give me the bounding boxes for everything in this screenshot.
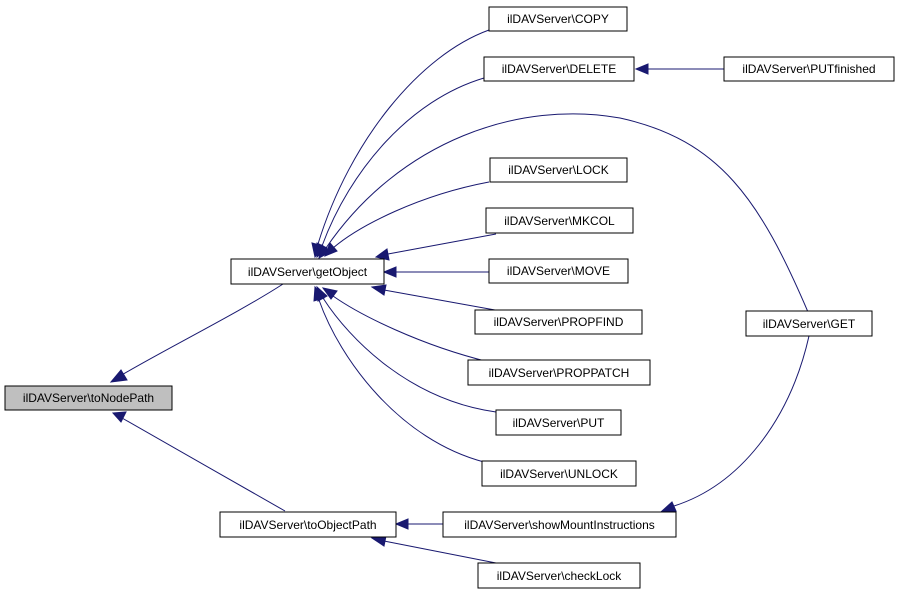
node-label: ilDAVServer\toNodePath: [23, 391, 154, 405]
edge-checkLock-to-toObjectPath: [370, 535, 497, 564]
node-label: ilDAVServer\LOCK: [508, 163, 608, 177]
node-label: ilDAVServer\GET: [763, 317, 856, 331]
node-label: ilDAVServer\PUT: [513, 416, 605, 430]
node-copy[interactable]: ilDAVServer\COPY: [488, 6, 628, 32]
edge-propfind-to-getObject: [370, 284, 496, 311]
node-delete[interactable]: ilDAVServer\DELETE: [483, 56, 635, 82]
node-label: ilDAVServer\MOVE: [507, 264, 610, 278]
edge-putfinished-to-delete: [634, 63, 724, 75]
node-lock[interactable]: ilDAVServer\LOCK: [489, 157, 628, 183]
node-getObject[interactable]: ilDAVServer\getObject: [230, 258, 385, 285]
edge-lock-to-getObject: [324, 181, 490, 257]
edges-group: [109, 29, 810, 564]
node-label: ilDAVServer\COPY: [507, 12, 609, 26]
node-label: ilDAVServer\DELETE: [502, 62, 616, 76]
edge-showMountInstructions-to-get: [660, 335, 810, 512]
node-unlock[interactable]: ilDAVServer\UNLOCK: [481, 460, 637, 487]
edge-getObject-to-toNodePath: [109, 283, 284, 383]
node-label: ilDAVServer\getObject: [248, 265, 368, 279]
node-toNodePath[interactable]: ilDAVServer\toNodePath: [4, 385, 173, 411]
edge-toObjectPath-to-toNodePath: [111, 411, 286, 512]
node-propfind[interactable]: ilDAVServer\PROPFIND: [474, 309, 643, 335]
node-label: ilDAVServer\UNLOCK: [500, 467, 618, 481]
node-putfinished[interactable]: ilDAVServer\PUTfinished: [723, 56, 895, 82]
node-label: ilDAVServer\PUTfinished: [742, 62, 875, 76]
edge-delete-to-getObject: [316, 77, 485, 259]
node-label: ilDAVServer\checkLock: [497, 569, 622, 583]
node-mkcol[interactable]: ilDAVServer\MKCOL: [485, 207, 634, 234]
edge-unlock-to-getObject: [313, 285, 485, 463]
node-label: ilDAVServer\showMountInstructions: [464, 518, 655, 532]
edge-showMountInstructions-to-toObjectPath: [394, 518, 443, 530]
edge-move-to-getObject: [382, 266, 489, 278]
node-put[interactable]: ilDAVServer\PUT: [495, 409, 622, 436]
node-checkLock[interactable]: ilDAVServer\checkLock: [477, 562, 641, 589]
edge-mkcol-to-getObject: [374, 233, 497, 261]
node-label: ilDAVServer\MKCOL: [504, 214, 615, 228]
nodes-group: ilDAVServer\toNodePath ilDAVServer\getOb…: [4, 6, 895, 589]
node-label: ilDAVServer\PROPFIND: [494, 315, 624, 329]
node-label: ilDAVServer\toObjectPath: [239, 518, 376, 532]
node-move[interactable]: ilDAVServer\MOVE: [488, 258, 629, 284]
node-showMountInstructions[interactable]: ilDAVServer\showMountInstructions: [442, 511, 677, 538]
node-label: ilDAVServer\PROPPATCH: [489, 366, 630, 380]
node-get[interactable]: ilDAVServer\GET: [745, 310, 873, 337]
edge-copy-to-getObject: [311, 29, 490, 259]
edge-get-to-getObject: [318, 113, 809, 313]
edge-proppatch-to-getObject: [321, 287, 490, 363]
node-toObjectPath[interactable]: ilDAVServer\toObjectPath: [219, 511, 397, 538]
node-proppatch[interactable]: ilDAVServer\PROPPATCH: [467, 359, 651, 386]
